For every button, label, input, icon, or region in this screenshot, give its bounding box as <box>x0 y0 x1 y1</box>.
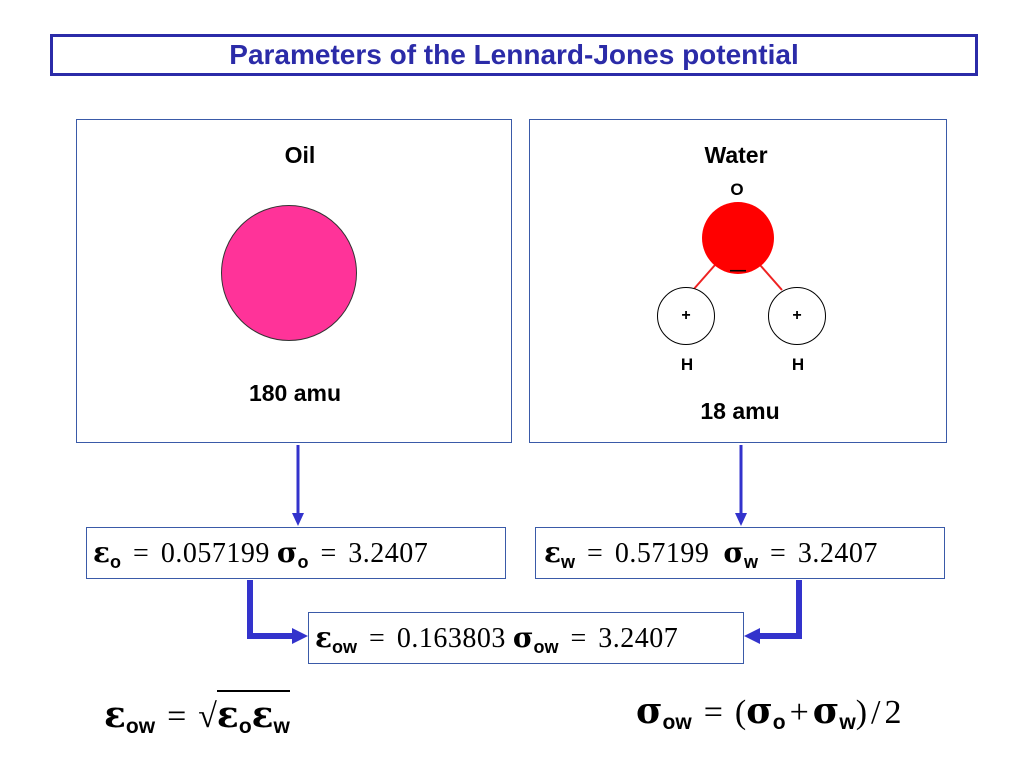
equals: = <box>570 623 587 654</box>
arrow-oil-to-mixed <box>247 580 308 644</box>
arrow-oil-down <box>292 445 304 526</box>
water-params-box: εw=0.57199 σw=3.2407 <box>535 527 945 579</box>
hydrogen-left-charge: + <box>681 307 691 324</box>
mixed-params-box: εow=0.163803 σow=3.2407 <box>308 612 744 664</box>
equals: = <box>703 694 723 731</box>
sigma-combining-rule: σow=(σo+σw)/2 <box>636 690 901 735</box>
hydrogen-atom-left: + <box>657 287 715 345</box>
epsilon-symbol: ε <box>104 694 126 736</box>
oil-epsilon-value: 0.057199 <box>160 538 270 569</box>
epsilon-symbol: ε <box>315 621 333 654</box>
epsilon-symbol: ε <box>93 536 111 569</box>
sigma-subscript: o <box>772 711 786 734</box>
sigma-symbol: σ <box>512 621 534 654</box>
divisor: 2 <box>884 694 902 731</box>
water-params-equation: εw=0.57199 σw=3.2407 <box>544 536 878 573</box>
divide-sign: / <box>871 694 881 731</box>
title-box: Parameters of the Lennard-Jones potentia… <box>50 34 978 76</box>
equals: = <box>320 538 337 569</box>
page-title: Parameters of the Lennard-Jones potentia… <box>229 39 799 70</box>
sigma-symbol: σ <box>723 536 744 569</box>
oil-params-equation: εo=0.057199 σo=3.2407 <box>93 536 428 573</box>
water-sigma-value: 3.2407 <box>797 538 878 569</box>
mixed-sigma-value: 3.2407 <box>598 623 679 654</box>
water-epsilon-value: 0.57199 <box>614 538 710 569</box>
epsilon-symbol: ε <box>544 536 562 569</box>
oil-molecule <box>221 205 357 341</box>
oil-sigma-value: 3.2407 <box>348 538 429 569</box>
sqrt-argument: εoεw <box>216 690 290 739</box>
equals: = <box>167 698 187 735</box>
oxygen-label: O <box>730 180 744 199</box>
oxygen-charge: — <box>730 262 746 279</box>
epsilon-subscript: ow <box>332 637 358 657</box>
epsilon-subscript: w <box>561 552 576 572</box>
water-panel <box>529 119 947 443</box>
epsilon-symbol: ε <box>216 694 239 736</box>
hydrogen-atom-right: + <box>768 287 826 345</box>
hydrogen-left-label: H <box>680 355 694 374</box>
sigma-subscript: ow <box>533 637 559 657</box>
close-paren: ) <box>855 694 868 731</box>
equals: = <box>770 538 786 569</box>
arrow-water-to-mixed <box>744 580 802 644</box>
oil-heading: Oil <box>284 142 316 168</box>
water-mass: 18 amu <box>700 398 780 424</box>
oxygen-atom <box>702 202 774 274</box>
sigma-symbol: σ <box>276 536 298 569</box>
hydrogen-right-label: H <box>791 355 805 374</box>
epsilon-symbol: ε <box>251 694 274 736</box>
epsilon-subscript: o <box>238 715 252 738</box>
mixed-params-equation: εow=0.163803 σow=3.2407 <box>315 621 678 658</box>
equals: = <box>369 623 385 654</box>
arrow-water-down <box>735 445 747 526</box>
oil-mass: 180 amu <box>248 380 342 406</box>
sigma-subscript: ow <box>662 711 692 734</box>
bond-left <box>692 264 716 291</box>
sigma-symbol: σ <box>636 690 663 732</box>
equals: = <box>587 538 603 569</box>
sigma-symbol: σ <box>812 690 840 732</box>
epsilon-combining-rule: εow=√εoεw <box>104 690 290 739</box>
bond-right <box>759 264 783 291</box>
mixed-epsilon-value: 0.163803 <box>396 623 506 654</box>
open-paren: ( <box>734 694 747 731</box>
sigma-subscript: w <box>839 711 856 734</box>
epsilon-subscript: o <box>110 552 122 572</box>
hydrogen-right-charge: + <box>792 307 802 324</box>
sigma-subscript: o <box>297 552 309 572</box>
sigma-symbol: σ <box>746 690 773 732</box>
epsilon-subscript: ow <box>125 715 156 738</box>
plus-sign: + <box>789 694 809 731</box>
water-heading: Water <box>704 142 768 168</box>
sigma-subscript: w <box>744 552 759 572</box>
equals: = <box>133 538 149 569</box>
sqrt-sign: √ <box>198 698 217 735</box>
oil-params-box: εo=0.057199 σo=3.2407 <box>86 527 506 579</box>
epsilon-subscript: w <box>273 715 290 738</box>
